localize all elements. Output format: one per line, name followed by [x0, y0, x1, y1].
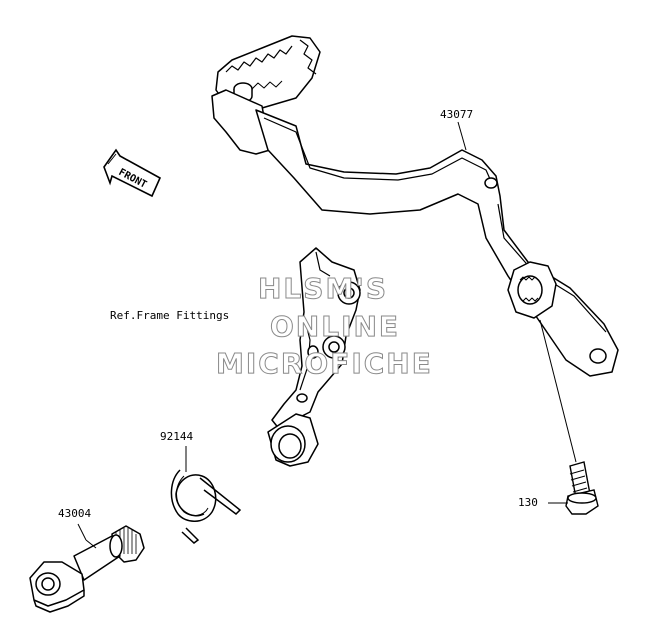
leader-43004 [77, 523, 87, 541]
leader-130 [539, 319, 577, 463]
shaft-43004 [29, 525, 145, 613]
bolt-130 [565, 461, 599, 515]
part-label-43004: 43004 [58, 507, 92, 520]
watermark-line1: HLSM'S [257, 272, 389, 305]
part-label-43077: 43077 [440, 108, 474, 121]
brake-pedal [211, 35, 619, 377]
leader-43077 [457, 121, 467, 151]
spring-92144 [170, 469, 242, 544]
part-label-130: 130 [518, 496, 538, 509]
part-label-92144: 92144 [160, 430, 194, 443]
leader-43004-b [85, 539, 97, 549]
ref-frame-fittings-note: Ref.Frame Fittings [110, 309, 230, 322]
frame-bracket [267, 247, 361, 467]
watermark-line2: ONLINE [269, 310, 401, 343]
watermark-line3: MICROFICHE [216, 347, 433, 380]
front-arrow: FRONT [103, 148, 162, 198]
